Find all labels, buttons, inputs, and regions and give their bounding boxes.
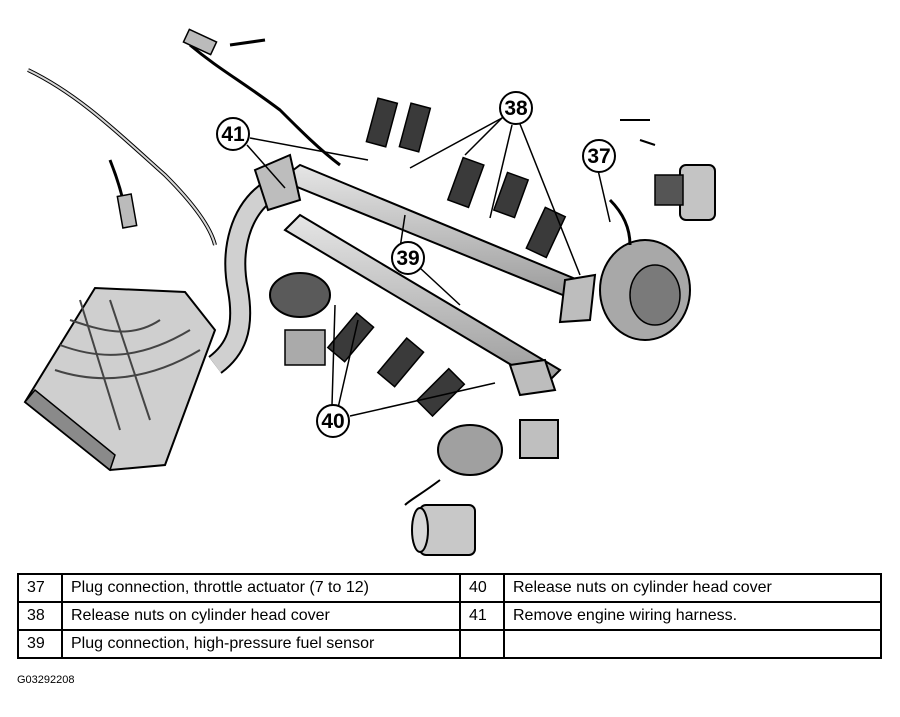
legend-number: 38	[17, 601, 63, 631]
legend-description: Release nuts on cylinder head cover	[61, 601, 461, 631]
legend-description: Plug connection, throttle actuator (7 to…	[61, 573, 461, 603]
legend-table: 37 Plug connection, throttle actuator (7…	[17, 573, 882, 659]
callout-40-label: 40	[321, 410, 344, 433]
left-harness-branch	[27, 38, 341, 246]
legend-row: 39 Plug connection, high-pressure fuel s…	[17, 629, 882, 659]
legend-number: 41	[459, 601, 505, 631]
legend-description: Remove engine wiring harness.	[503, 601, 882, 631]
upper-left-plug-connector	[182, 28, 218, 56]
callout-41-label: 41	[221, 123, 245, 146]
legend-row: 37 Plug connection, throttle actuator (7…	[17, 573, 882, 603]
legend-description: Plug connection, high-pressure fuel sens…	[61, 629, 461, 659]
callout-41: 41	[216, 117, 250, 151]
legend-number: 40	[459, 573, 505, 603]
throttle-actuator	[599, 119, 716, 341]
callout-38: 38	[499, 91, 533, 125]
callout-39-label: 39	[396, 247, 419, 270]
left-plug-connector	[116, 193, 138, 229]
legend-number	[459, 629, 505, 659]
lower-harness-rail	[283, 213, 562, 397]
lower-components	[269, 272, 559, 556]
callout-38-label: 38	[504, 97, 528, 120]
legend-number: 39	[17, 629, 63, 659]
control-module-box	[23, 286, 217, 472]
legend-description: Release nuts on cylinder head cover	[503, 573, 882, 603]
leader-lines	[246, 114, 611, 417]
callout-37: 37	[582, 139, 616, 173]
callout-40: 40	[316, 404, 350, 438]
ignition-coils	[326, 97, 567, 418]
engine-wiring-harness-illustration: 37 38 39 40 41	[23, 28, 716, 556]
figure-id: G03292208	[17, 674, 75, 686]
legend-row: 38 Release nuts on cylinder head cover 4…	[17, 601, 882, 631]
upper-harness-rail	[253, 153, 597, 324]
callout-39: 39	[391, 241, 425, 275]
callout-37-label: 37	[587, 145, 610, 168]
legend-number: 37	[17, 573, 63, 603]
legend-description	[503, 629, 882, 659]
